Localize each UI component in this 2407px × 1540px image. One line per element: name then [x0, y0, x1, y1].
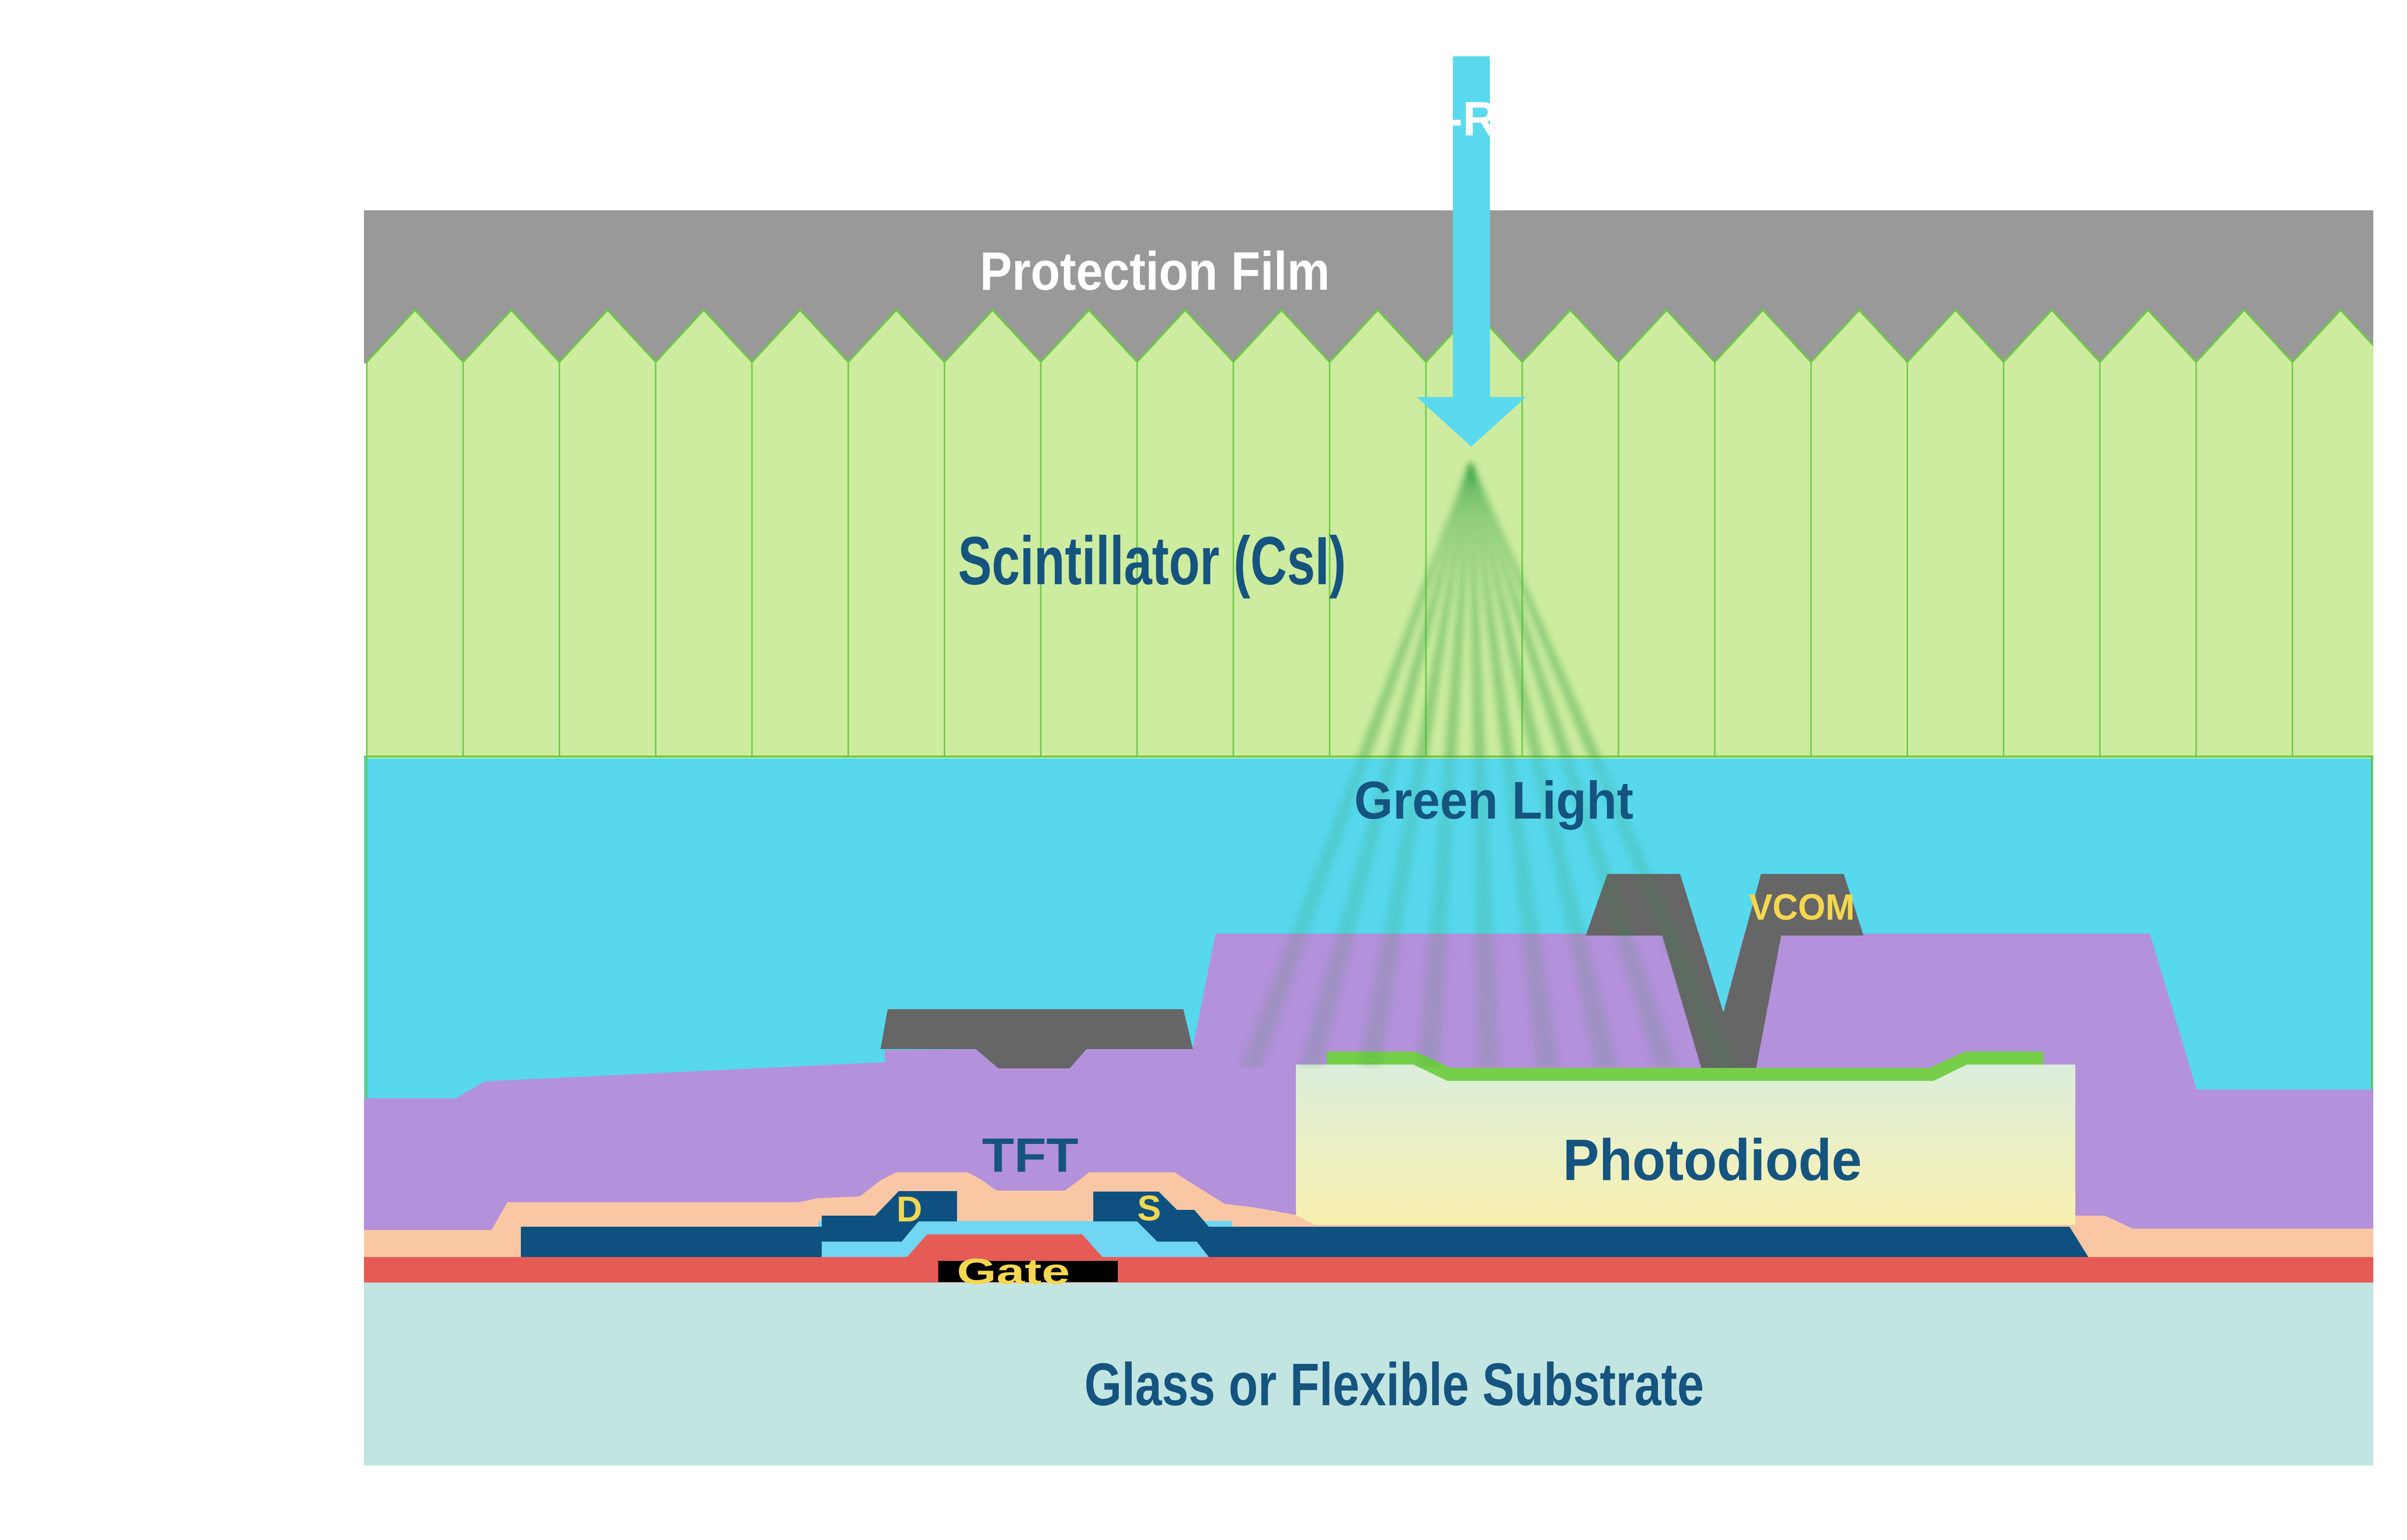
svg-text:Green Light: Green Light [1354, 771, 1633, 830]
svg-text:TFT: TFT [982, 1129, 1078, 1182]
svg-text:Photodiode: Photodiode [1563, 1127, 1862, 1193]
svg-text:Gate: Gate [957, 1251, 1070, 1292]
svg-text:Scintillator (CsI): Scintillator (CsI) [958, 523, 1346, 599]
svg-text:VCOM: VCOM [1749, 887, 1855, 928]
svg-text:Protection Film: Protection Film [980, 241, 1330, 301]
svg-text:D: D [896, 1189, 922, 1229]
svg-text:X-Ray: X-Ray [1414, 92, 1551, 146]
svg-text:Glass or Flexible Substrate: Glass or Flexible Substrate [1085, 1351, 1704, 1418]
svg-text:S: S [1137, 1188, 1161, 1228]
